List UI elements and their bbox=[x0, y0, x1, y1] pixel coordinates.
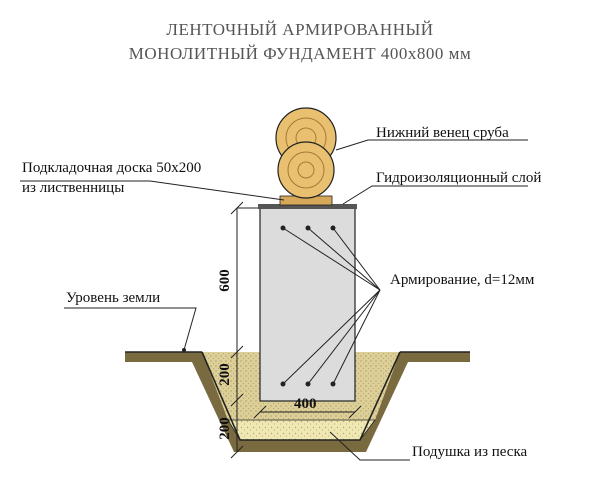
ground-surface bbox=[125, 351, 470, 452]
sand-cushion bbox=[227, 419, 376, 441]
waterproofing-layer bbox=[258, 204, 357, 209]
dim-below-ground: 200 bbox=[216, 363, 233, 386]
label-board-line2: из лиственницы bbox=[22, 180, 125, 196]
dim-above-ground: 600 bbox=[216, 269, 233, 292]
dim-width: 400 bbox=[294, 396, 317, 412]
label-waterproofing: Гидроизоляционный слой bbox=[376, 170, 542, 186]
dimension-lines bbox=[230, 201, 362, 459]
label-reinforcement: Армирование, d=12мм bbox=[390, 272, 535, 288]
label-board-line1: Подкладочная доска 50х200 bbox=[22, 160, 202, 176]
diagram-title-line2: МОНОЛИТНЫЙ ФУНДАМЕНТ 400х800 мм bbox=[128, 44, 472, 63]
label-sand-cushion: Подушка из песка bbox=[412, 444, 528, 460]
label-log-crown: Нижний венец сруба bbox=[376, 125, 509, 141]
diagram-title-line1: ЛЕНТОЧНЫЙ АРМИРОВАННЫЙ bbox=[166, 20, 434, 39]
concrete-foundation bbox=[259, 207, 356, 402]
log-crown bbox=[275, 107, 337, 199]
dim-cushion: 200 bbox=[216, 417, 233, 440]
label-ground-level: Уровень земли bbox=[66, 290, 161, 306]
leader-lines bbox=[20, 139, 528, 461]
trench-outline bbox=[201, 351, 401, 441]
